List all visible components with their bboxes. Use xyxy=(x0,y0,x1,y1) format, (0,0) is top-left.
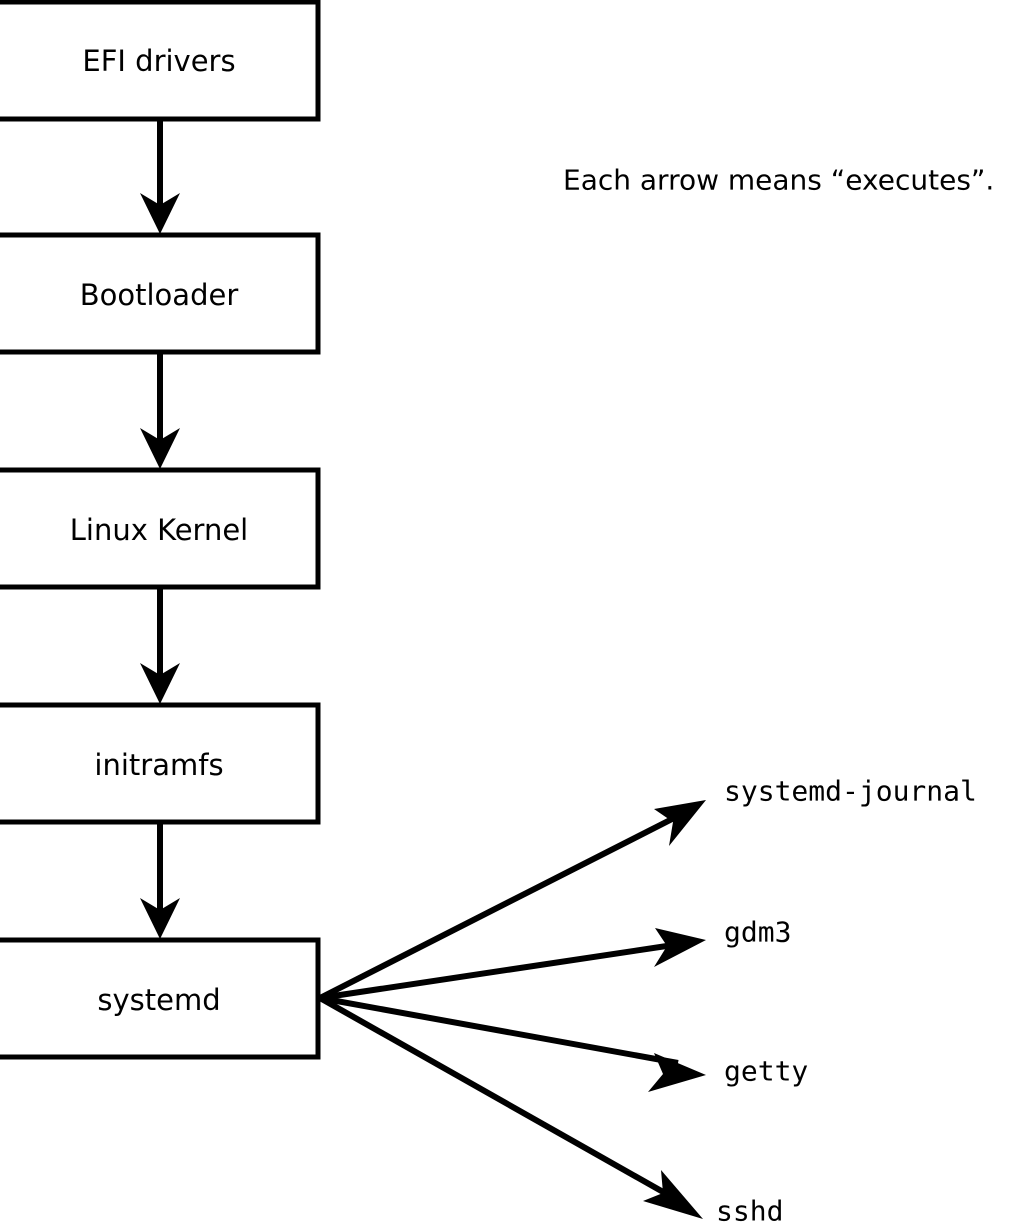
node-bootloader[interactable]: Bootloader xyxy=(0,232,321,355)
node-box[interactable] xyxy=(0,232,321,355)
service-label-systemd-journal[interactable]: systemd-journal xyxy=(724,775,977,808)
edge-line xyxy=(319,941,681,1001)
node-label: systemd xyxy=(97,983,220,1017)
arrow-head-icon xyxy=(643,1170,703,1219)
edge-line xyxy=(319,995,679,1066)
arrow-head-down-icon xyxy=(140,898,180,939)
fanout-edges-group xyxy=(318,800,706,1219)
arrow-head-icon xyxy=(654,800,706,846)
edge-initramfs-to-systemd xyxy=(140,822,180,939)
edge-systemd-to-getty xyxy=(319,995,706,1092)
node-systemd[interactable]: systemd xyxy=(0,937,321,1060)
node-label: Linux Kernel xyxy=(70,513,248,547)
node-initramfs[interactable]: initramfs xyxy=(0,702,321,825)
service-label-getty[interactable]: getty xyxy=(724,1055,808,1088)
node-linux-kernel[interactable]: Linux Kernel xyxy=(0,467,321,590)
node-box[interactable] xyxy=(0,937,321,1060)
service-label-sshd[interactable]: sshd xyxy=(716,1195,783,1228)
edge-efi-drivers-to-bootloader xyxy=(140,119,180,234)
edge-linux-kernel-to-initramfs xyxy=(140,587,180,704)
node-label: Bootloader xyxy=(80,278,239,312)
node-label: initramfs xyxy=(94,748,223,782)
edge-systemd-to-sshd xyxy=(318,995,703,1219)
node-box[interactable] xyxy=(0,467,321,590)
edge-systemd-to-systemd-journal xyxy=(318,800,706,1001)
arrow-head-down-icon xyxy=(140,193,180,234)
node-box[interactable] xyxy=(0,0,321,122)
node-label: EFI drivers xyxy=(82,44,235,78)
legend-caption: Each arrow means “executes”. xyxy=(563,164,994,197)
node-box[interactable] xyxy=(0,702,321,825)
service-label-gdm3[interactable]: gdm3 xyxy=(724,916,791,949)
arrow-head-down-icon xyxy=(140,428,180,469)
edge-line xyxy=(318,995,674,1200)
arrow-head-icon xyxy=(648,1053,706,1092)
arrow-head-down-icon xyxy=(140,663,180,704)
chain-edges-group xyxy=(140,119,180,939)
arrow-head-icon xyxy=(654,928,706,967)
edge-systemd-to-gdm3 xyxy=(319,928,706,1001)
fanout-labels-group: systemd-journal gdm3 getty sshd xyxy=(716,775,977,1228)
edge-line xyxy=(318,813,680,1001)
node-efi-drivers[interactable]: EFI drivers xyxy=(0,0,321,122)
edge-bootloader-to-linux-kernel xyxy=(140,352,180,469)
